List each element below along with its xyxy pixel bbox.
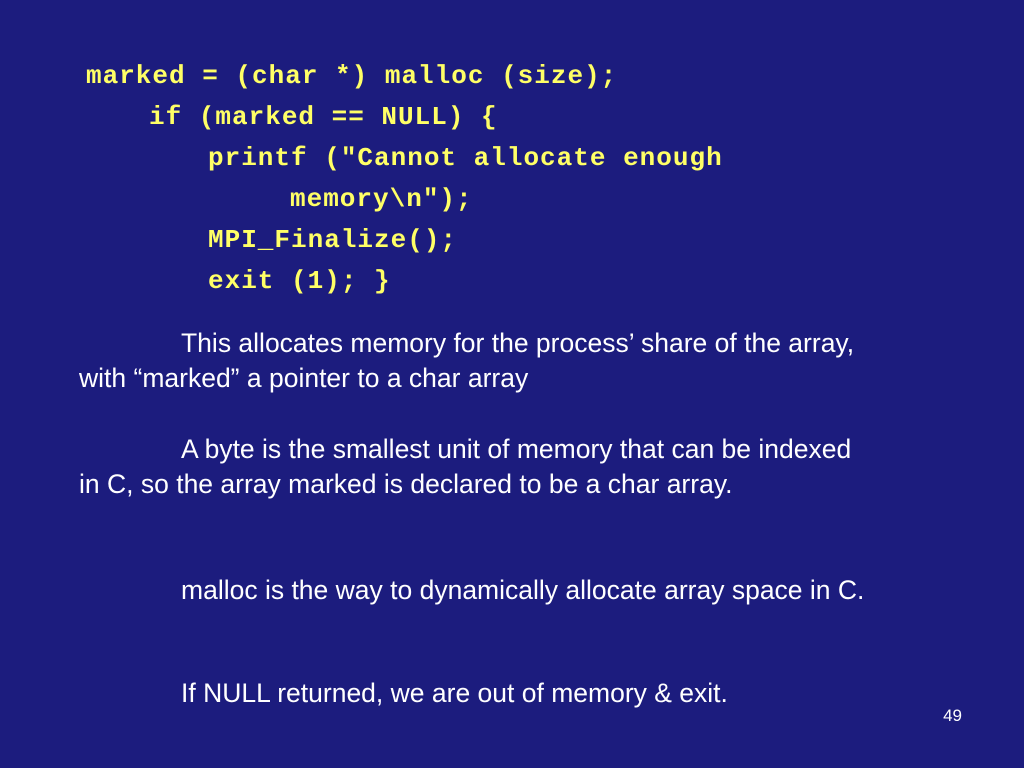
code-line: exit (1); } (208, 266, 391, 296)
code-line: memory\n"); (290, 184, 473, 214)
page-number: 49 (943, 706, 962, 725)
code-line: printf ("Cannot allocate enough (208, 143, 723, 173)
code-line: if (marked == NULL) { (149, 102, 498, 132)
code-line: MPI_Finalize(); (208, 225, 458, 255)
paragraph: This allocates memory for the process’ s… (79, 328, 855, 393)
paragraph: If NULL returned, we are out of memory &… (181, 678, 728, 708)
paragraph: A byte is the smallest unit of memory th… (79, 434, 852, 499)
code-line: marked = (char *) malloc (size); (86, 61, 618, 91)
paragraph: malloc is the way to dynamically allocat… (181, 575, 865, 605)
